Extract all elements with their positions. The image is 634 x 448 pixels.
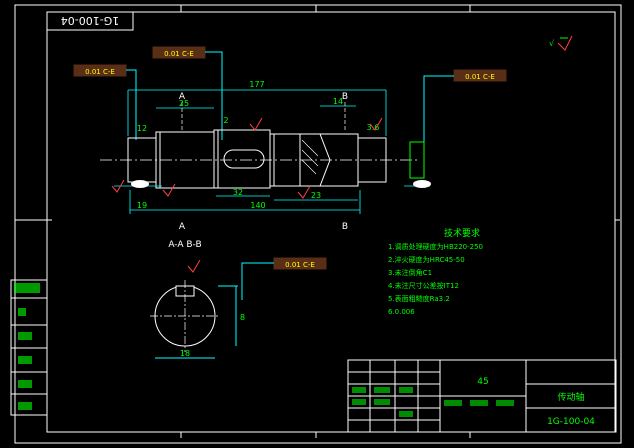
tech-requirements-heading: 技术要求 <box>444 227 480 239</box>
svg-text:32: 32 <box>233 188 243 197</box>
svg-text:B: B <box>342 92 348 102</box>
svg-text:0.01 C-E: 0.01 C-E <box>85 68 115 76</box>
svg-text:B: B <box>342 222 348 232</box>
leader-lines <box>126 51 454 300</box>
svg-text:0.01 C-E: 0.01 C-E <box>164 50 194 58</box>
svg-text:18: 18 <box>180 349 190 358</box>
svg-text:6.0.006: 6.0.006 <box>388 308 415 316</box>
svg-text:177: 177 <box>249 80 264 89</box>
tech-requirements: 技术要求 1.调质处理硬度为HB220-250 2.淬火硬度为HRC45-50 … <box>388 227 483 316</box>
sheet-border <box>14 4 622 444</box>
svg-text:12: 12 <box>137 124 147 133</box>
shaft-end-markers <box>131 141 431 188</box>
title-block <box>347 359 617 433</box>
title-block-material: 45 <box>477 377 488 387</box>
svg-text:25: 25 <box>179 99 189 108</box>
svg-text:A: A <box>179 222 186 232</box>
shaft-main-view <box>127 129 387 189</box>
title-block-fills <box>352 387 514 417</box>
frame-ticks <box>15 5 620 438</box>
drawing-frame <box>46 11 616 433</box>
roughness-symbol-general: √ <box>549 35 573 51</box>
title-block-number: 1G-100-04 <box>547 417 595 427</box>
title-block-part-name: 传动轴 <box>557 391 584 403</box>
svg-text:8: 8 <box>240 313 245 322</box>
drawing-number-box: 1G-100-04 <box>46 11 134 31</box>
roughness-marks <box>111 117 383 273</box>
keyway-center-section <box>299 133 331 187</box>
svg-text:0.01 C-E: 0.01 C-E <box>465 73 495 81</box>
svg-text:√: √ <box>549 39 555 48</box>
svg-text:3.未注倒角C1: 3.未注倒角C1 <box>388 268 432 277</box>
svg-text:1.调质处理硬度为HB220-250: 1.调质处理硬度为HB220-250 <box>388 242 483 251</box>
section-view-label: A-A B-B <box>168 240 201 250</box>
svg-text:4.未注尺寸公差按IT12: 4.未注尺寸公差按IT12 <box>388 281 459 290</box>
dimension-lines <box>114 89 430 214</box>
tolerance-frame-1: 0.01 C-E <box>152 46 206 59</box>
svg-text:14: 14 <box>333 97 343 106</box>
svg-text:A: A <box>179 92 186 102</box>
tolerance-frame-4: 0.01 C-E <box>273 257 327 270</box>
svg-text:19: 19 <box>137 201 147 210</box>
tolerance-frame-2: 0.01 C-E <box>73 64 127 77</box>
svg-text:140: 140 <box>250 201 265 210</box>
svg-text:2.淬火硬度为HRC45-50: 2.淬火硬度为HRC45-50 <box>388 255 465 264</box>
section-markers: A B A B <box>179 92 348 232</box>
drawing-number-rotated: 1G-100-04 <box>61 14 119 27</box>
tolerance-frame-3: 0.01 C-E <box>453 69 507 82</box>
svg-text:2: 2 <box>223 116 228 125</box>
svg-text:0.01 C-E: 0.01 C-E <box>285 261 315 269</box>
section-view: 18 8 <box>150 280 245 359</box>
dimension-texts: 177 140 19 32 25 14 2 3.6 12 23 <box>137 80 379 210</box>
left-strip <box>10 279 48 416</box>
svg-text:23: 23 <box>311 191 321 200</box>
keyway-left <box>223 149 265 169</box>
svg-text:5.表面粗糙度Ra3.2: 5.表面粗糙度Ra3.2 <box>388 294 450 303</box>
